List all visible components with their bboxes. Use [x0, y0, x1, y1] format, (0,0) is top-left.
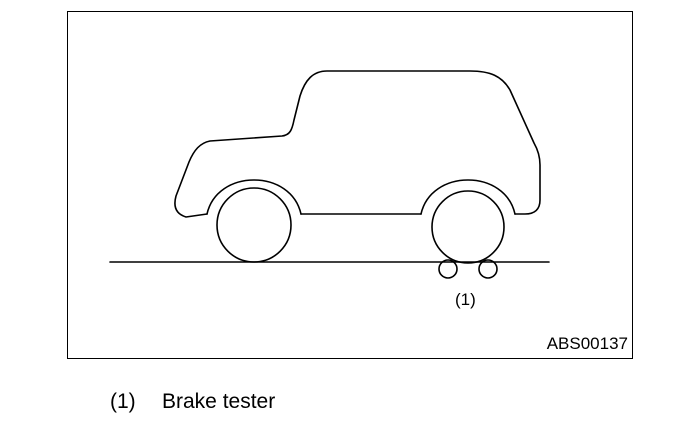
- legend-item-number: (1): [110, 390, 136, 413]
- figure-code: ABS00137: [546, 334, 628, 353]
- vehicle-body-outline: [174, 70, 541, 218]
- figure-frame: [67, 11, 633, 359]
- brake-tester-roller-rear: [478, 259, 498, 279]
- brake-tester-roller-front: [438, 259, 458, 279]
- legend-item-label: Brake tester: [162, 390, 276, 413]
- front-wheel: [216, 187, 292, 263]
- rear-wheel: [431, 190, 505, 264]
- front-wheel-arch: [206, 179, 302, 215]
- rear-wheel-arch: [420, 179, 516, 215]
- brake-tester-callout: (1): [455, 290, 476, 309]
- legend: (1) Brake tester: [110, 389, 275, 415]
